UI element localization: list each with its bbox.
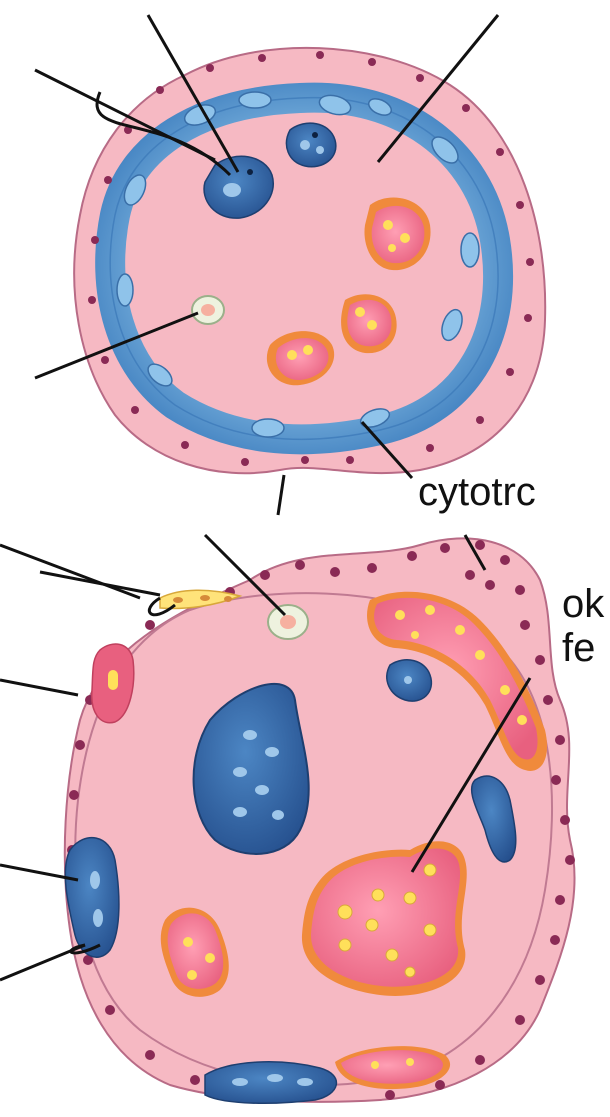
top-villus — [35, 15, 545, 515]
label-fe: fe — [562, 626, 595, 670]
label-cytotro: cytotrc — [418, 470, 536, 514]
top-blue-cell-2 — [286, 123, 335, 167]
label-ok: ok — [562, 582, 604, 626]
bottom-villus — [0, 535, 575, 1103]
bottom-blue-vessel-bottom — [205, 1062, 336, 1103]
